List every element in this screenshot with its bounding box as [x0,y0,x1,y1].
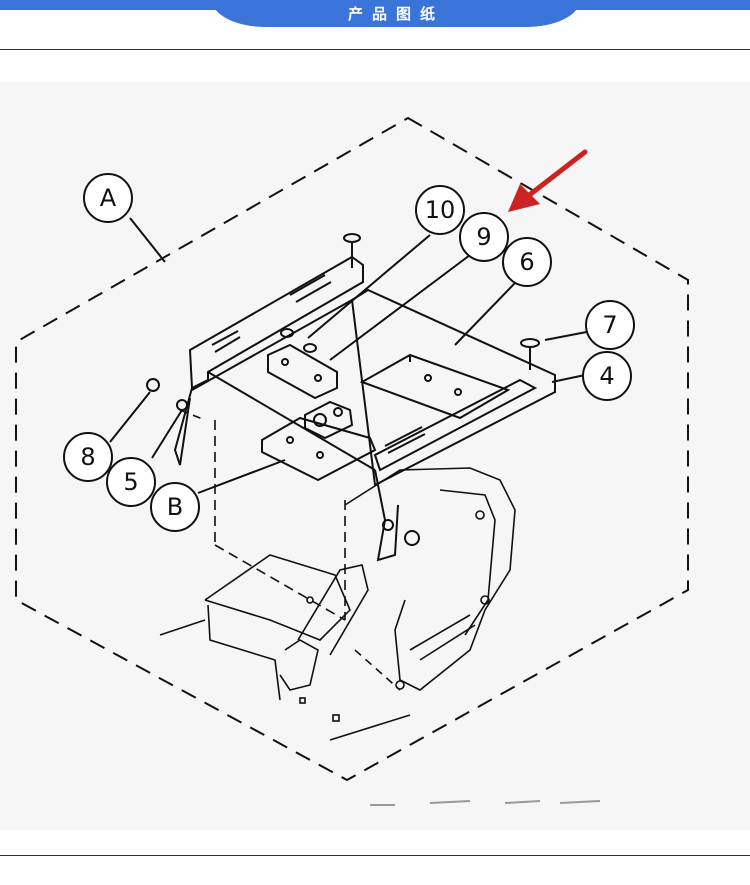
callout-label-6: 6 [519,248,534,276]
callout-4: 4 [582,351,632,401]
divider-bottom [0,855,750,856]
callout-label-a: A [100,184,117,212]
callout-label-7: 7 [602,311,617,339]
callout-A: A [83,173,133,223]
header-tab: 产品图纸 [212,0,580,27]
callout-8: 8 [63,432,113,482]
plate-b [261,400,377,482]
product-drawing: A 10 9 6 7 4 8 5 B [15,116,689,806]
screws [146,233,540,546]
callout-label-b: B [167,493,183,521]
callout-9: 9 [459,212,509,262]
callout-label-9: 9 [476,223,491,251]
callout-label-10: 10 [425,196,456,224]
drawing-panel: A 10 9 6 7 4 8 5 B [0,82,750,830]
callout-B: B [150,482,200,532]
callout-label-5: 5 [123,468,138,496]
lower-frame [159,409,516,741]
callout-label-4: 4 [599,362,614,390]
assembly-envelope [15,116,689,782]
small-plate [267,343,338,400]
leader-lines [109,217,598,494]
callout-5: 5 [106,457,156,507]
callout-7: 7 [585,300,635,350]
bracket-plate [173,255,556,562]
divider-top [0,49,750,50]
pointer-arrow [508,149,588,212]
callout-10: 10 [415,185,465,235]
plate-six [359,353,511,420]
callout-label-8: 8 [80,443,95,471]
cropped-marks [370,800,601,806]
callout-6: 6 [502,237,552,287]
page-title: 产品图纸 [347,5,444,23]
